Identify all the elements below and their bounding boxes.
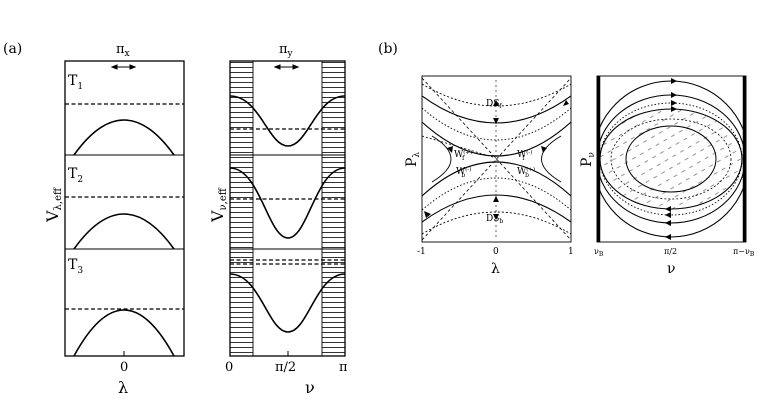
x-axis-label-nu: ν [305, 378, 315, 397]
potential-well-2 [229, 167, 346, 239]
annotation-w-b-left: W(-)b [456, 166, 471, 179]
double-arrow-y [273, 64, 300, 70]
annotation-w-b-right: W(+)b [517, 166, 535, 179]
flow-arrows [424, 100, 569, 220]
panel-a-label: (a) [3, 41, 22, 57]
row-label-t2: T2 [68, 166, 83, 185]
x-tick-zero: 0 [120, 360, 128, 375]
orbit-side-left [431, 135, 452, 183]
pi-x-label: πx [116, 42, 130, 59]
orbit-upper-4 [422, 121, 571, 157]
right-column: πy 0 π/2 π ν Vν,eff [208, 42, 348, 397]
x-axis-label-lambda-b: λ [491, 261, 500, 277]
row-label-t1: T1 [68, 73, 83, 92]
left-column: πx T1 T2 T3 0 λ Vλ,eff [43, 42, 185, 397]
y-axis-label-v-nu: Vν,eff [208, 187, 229, 223]
panel-b-label: (b) [378, 41, 398, 57]
x-tick-nu-b: νB [594, 247, 604, 258]
annotation-ds-b: DSb [486, 214, 503, 225]
annotation-ds-f: DSf [486, 99, 502, 110]
x-axis-label-lambda: λ [118, 378, 128, 397]
orbit-inner [625, 125, 717, 193]
orbit-upper-5 [422, 135, 497, 159]
y-axis-label-p-nu: Pν [579, 152, 597, 167]
potential-curve-t2 [73, 213, 175, 250]
potential-well-1 [229, 95, 346, 147]
phase-portrait-lambda: DSf DSb W(+)f W(-)b W(-)f W(+)b -1 0 1 λ… [404, 75, 574, 277]
x-tick-zero-b: 0 [493, 247, 499, 257]
annotation-w-f-right: W(-)f [517, 149, 532, 162]
x-tick-0: 0 [225, 360, 233, 375]
pi-y-label: πy [279, 42, 294, 59]
x-tick-pi: π [339, 360, 348, 375]
orbit-lower-3 [422, 177, 571, 211]
y-axis-label-p-lambda: Pλ [404, 152, 422, 167]
orbit-lower-1 [422, 211, 571, 235]
x-tick-pi-half: π/2 [275, 360, 296, 375]
orbit-arrows [665, 78, 677, 240]
orbit-lower-4 [422, 161, 571, 197]
orbit-dotted-2 [610, 118, 732, 200]
x-axis-label-nu-b: ν [667, 261, 676, 277]
orbit-upper-3 [422, 107, 571, 141]
potential-curve-t1 [73, 119, 175, 156]
potential-well-3 [229, 273, 346, 333]
phase-portrait-nu: νB π/2 π−νB ν Pν [579, 75, 755, 277]
separatrix-2 [422, 77, 571, 241]
x-tick-pi-minus-nu-b: π−νB [733, 247, 755, 258]
x-tick-one: 1 [568, 247, 574, 257]
x-tick-pi-half-b: π/2 [664, 247, 677, 256]
y-axis-label-v-lambda: Vλ,eff [43, 187, 64, 223]
orbit-upper-1 [422, 83, 571, 107]
row-label-t3: T3 [68, 257, 83, 276]
annotation-w-f-left: W(+)f [454, 149, 472, 162]
phase-plot-frame-lambda [421, 75, 572, 243]
x-tick-minus-one: -1 [417, 247, 426, 257]
potential-curve-t3 [73, 309, 175, 357]
orbit-side-right [541, 135, 562, 183]
left-column-frame [64, 60, 185, 357]
double-arrow-x [110, 64, 137, 70]
